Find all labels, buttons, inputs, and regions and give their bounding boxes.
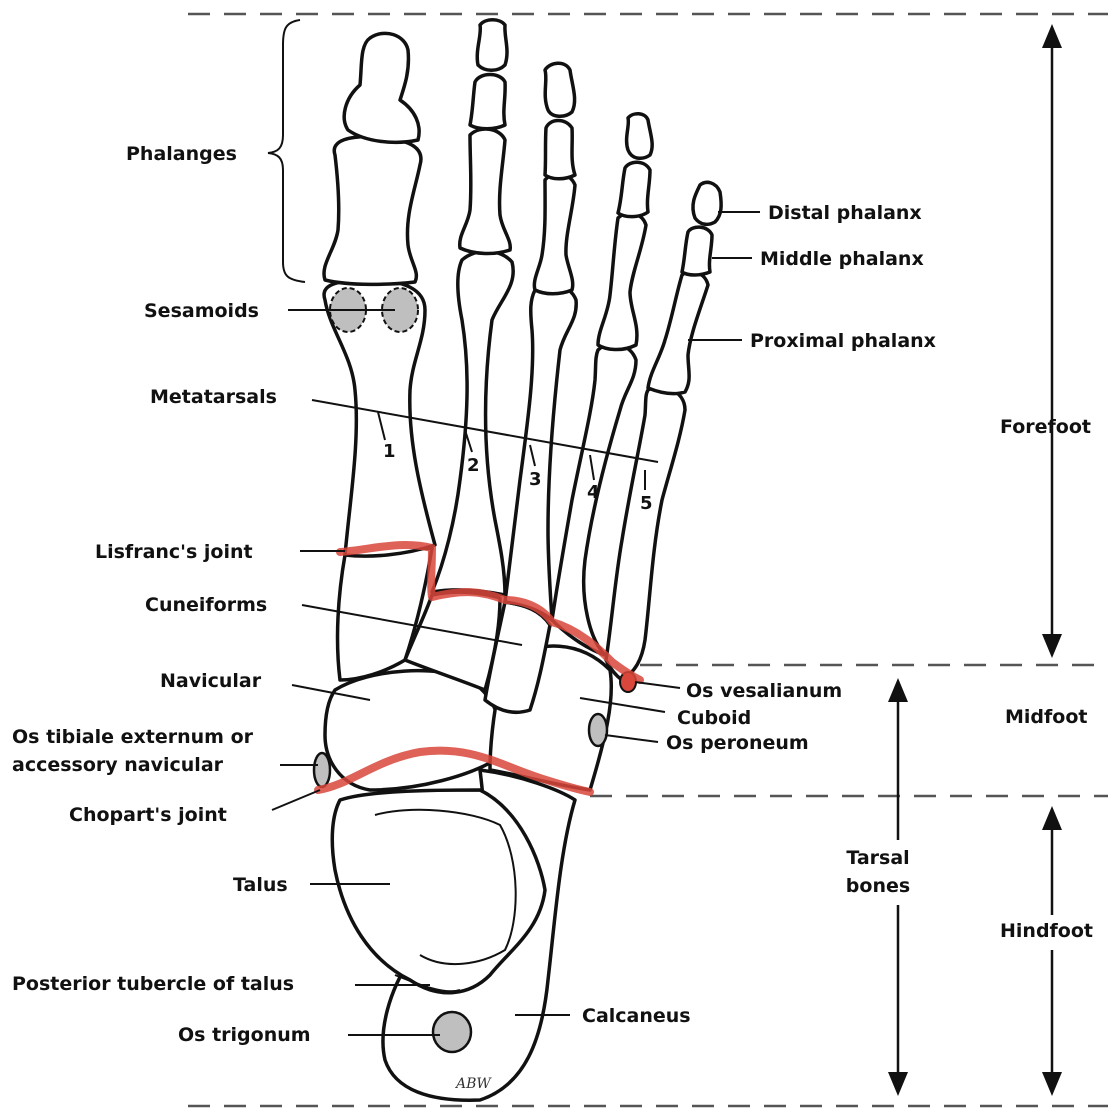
os-peroneum-label: Os peroneum (666, 732, 809, 754)
navicular-label: Navicular (160, 670, 262, 692)
toe5-proximal-phalanx-bone (648, 272, 708, 394)
hindfoot-arrow (1042, 806, 1062, 1096)
hallux-distal-phalanx-bone (344, 33, 419, 142)
metatarsal-5-bone (606, 387, 685, 680)
os-tibiale-externum (314, 753, 330, 787)
artist-signature: ABW (454, 1076, 492, 1092)
toe5-middle-phalanx-bone (682, 227, 712, 275)
toe4-middle-phalanx-bone (618, 162, 650, 216)
phalanges-brace (268, 20, 305, 282)
metatarsals-label: Metatarsals (150, 386, 277, 408)
proximal-phalanx-label: Proximal phalanx (750, 330, 936, 352)
chopart-label: Chopart's joint (69, 804, 227, 826)
toe3-proximal-phalanx-bone (534, 174, 575, 294)
midfoot-label: Midfoot (1005, 706, 1087, 728)
toe2-proximal-phalanx-bone (460, 129, 511, 254)
metatarsal-number-4: 4 (587, 482, 600, 503)
toe5-distal-phalanx-bone (693, 182, 721, 224)
os-vesalianum-leader (635, 682, 680, 688)
metatarsal-number-5: 5 (640, 493, 653, 514)
os-tibiale-label-line1: Os tibiale externum or (12, 726, 254, 748)
phalanges-label: Phalanges (126, 143, 237, 165)
sesamoids-label: Sesamoids (144, 300, 259, 322)
toe4-proximal-phalanx-bone (598, 213, 646, 349)
talus-label: Talus (233, 874, 288, 896)
os-tibiale-label-line2: accessory navicular (12, 754, 224, 776)
os-vesalianum-label: Os vesalianum (686, 680, 842, 702)
hindfoot-label: Hindfoot (1000, 920, 1093, 942)
os-trigonum (433, 1012, 471, 1052)
os-peroneum-leader (605, 735, 658, 742)
tarsal-bones-label-line2: bones (846, 875, 910, 897)
cuneiforms-label: Cuneiforms (145, 594, 267, 616)
posterior-tubercle-label: Posterior tubercle of talus (12, 973, 294, 995)
toe2-middle-phalanx-bone (470, 75, 505, 129)
hallux-proximal-phalanx-bone (324, 137, 421, 285)
metatarsal-number-3: 3 (529, 469, 542, 490)
os-trigonum-label: Os trigonum (178, 1024, 311, 1046)
region-labels: Forefoot Midfoot Hindfoot Tarsal bones (846, 416, 1093, 942)
foot-bones (324, 20, 721, 1100)
forefoot-label: Forefoot (1000, 416, 1091, 438)
tarsal-bones-label-line1: Tarsal (846, 847, 909, 869)
metatarsal-number-2: 2 (467, 455, 480, 476)
toe3-middle-phalanx-bone (545, 121, 575, 179)
lisfranc-label: Lisfranc's joint (95, 541, 253, 563)
metatarsal-number-1: 1 (383, 441, 396, 462)
toe4-distal-phalanx-bone (627, 114, 653, 159)
toe3-distal-phalanx-bone (545, 63, 575, 116)
toe2-distal-phalanx-bone (477, 20, 507, 71)
left-labels: Phalanges Sesamoids Metatarsals Lisfranc… (12, 143, 311, 1046)
distal-phalanx-label: Distal phalanx (768, 202, 922, 224)
cuboid-label: Cuboid (677, 707, 751, 729)
forefoot-arrow (1042, 24, 1062, 658)
chopart-leader (272, 790, 320, 810)
middle-phalanx-label: Middle phalanx (760, 248, 924, 270)
os-peroneum (589, 714, 607, 746)
navicular-bone (325, 671, 500, 790)
calcaneus-label: Calcaneus (582, 1005, 691, 1027)
